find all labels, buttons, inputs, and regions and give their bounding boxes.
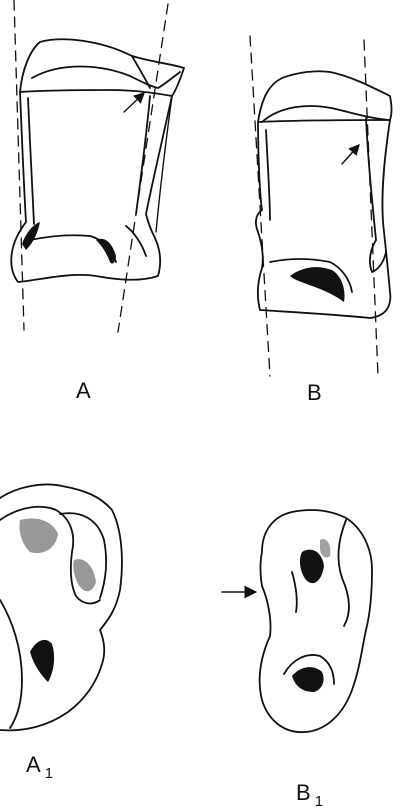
panel-a-top-inner [32,67,180,89]
panel-a1-outline [0,485,122,731]
panel-b1-fossa-lower [292,667,324,692]
panel-b1-inner-left [292,572,297,612]
panel-a1-stipple-top [19,519,58,553]
panel-a1-shading [19,519,96,682]
label-a: A [76,378,91,403]
panel-a-inner-left [28,98,34,224]
panel-b-fossa [290,267,345,302]
panel-b1-outline [260,510,372,732]
label-a1-sub: 1 [45,765,53,782]
label-b: B [307,380,322,405]
label-a1-main: A [26,752,41,777]
panel-b [250,36,392,376]
panel-b1-stipple [320,539,330,558]
panel-b1-shading [292,539,330,692]
panel-b-arrow [342,146,358,164]
panel-b-top-rim [258,71,392,122]
panel-a-inner-right [136,96,150,214]
panel-a1-stipple-ridge [73,559,96,591]
panel-b-shading [290,267,345,302]
panel-a-fossa-right [96,239,116,264]
panel-b-guide-right [364,40,378,376]
panel-a1-fossa [30,640,54,682]
panel-a [11,0,184,332]
label-b1-main: B [296,780,311,805]
panel-b-inner-left [266,130,270,220]
panel-a-right-edge [156,96,172,232]
panel-a-arrow [124,94,143,112]
panel-b-inner-right [366,118,376,240]
panel-b1 [222,510,372,732]
panel-a-shading [22,222,116,264]
panel-a1 [0,485,122,731]
panel-a-fossa-left [22,222,40,250]
panel-a1-lower-curve [0,600,22,728]
panel-b1-ridge [339,520,350,626]
panel-a-lower-right [126,226,146,256]
panel-b1-fossa-upper [300,550,324,583]
panel-b-guide-left [250,36,270,376]
label-b1-sub: 1 [315,793,323,810]
